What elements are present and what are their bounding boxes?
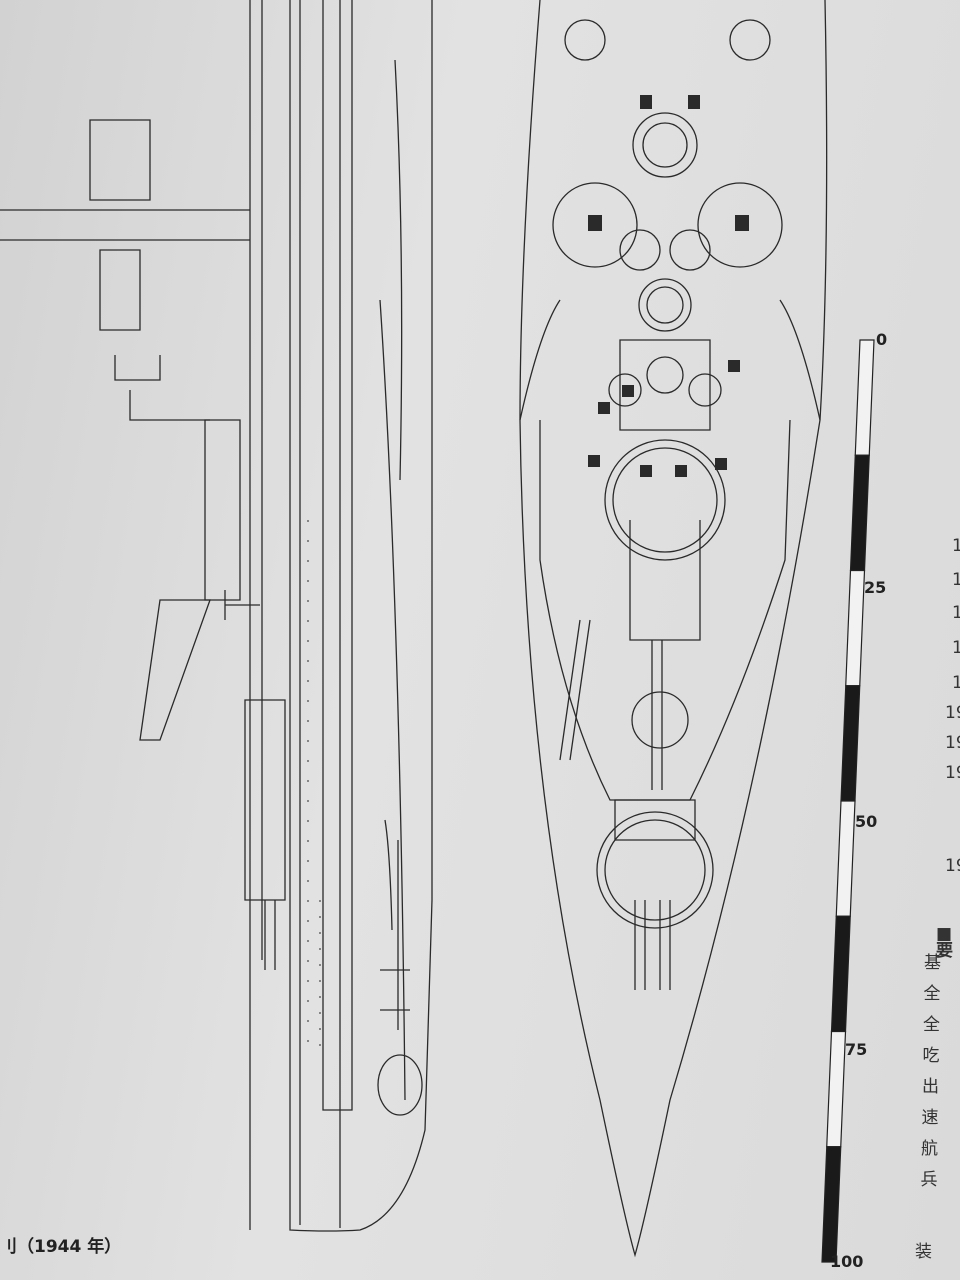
year-fragment: 19 <box>945 733 960 753</box>
scale-segment <box>830 915 851 1033</box>
spec-item-label: 速 <box>921 1108 939 1128</box>
spec-heading: ■要 <box>936 924 953 961</box>
aa-gun-mounts <box>588 95 749 477</box>
side-profile-view <box>0 0 433 1232</box>
spec-item-label: 全 <box>923 984 941 1004</box>
year-fragment: 1 <box>952 673 960 693</box>
scale-label-50: 50 <box>855 812 878 831</box>
plan-view <box>519 0 828 1258</box>
scale-label-0: 0 <box>876 330 888 349</box>
scale-segment <box>849 454 870 572</box>
scale-segment <box>854 339 875 456</box>
spec-item-label: 基 <box>924 953 941 973</box>
year-fragment: 1 <box>952 603 960 623</box>
year-fragment: 1 <box>952 570 960 590</box>
year-fragment: 19 <box>945 856 960 876</box>
scale-label-100: 100 <box>830 1252 864 1271</box>
scale-label-75: 75 <box>845 1040 868 1059</box>
scale-segment <box>826 1030 847 1148</box>
year-fragment: 19 <box>945 703 960 723</box>
scale-segment <box>845 569 866 687</box>
year-fragment: 19 <box>945 763 960 783</box>
scale-bar <box>821 339 875 1263</box>
scale-segment <box>821 1146 842 1263</box>
spec-item-label: 全 <box>923 1015 940 1035</box>
year-fragment: 1 <box>952 638 960 658</box>
porthole-row <box>307 520 321 1060</box>
spec-item-label: 航 <box>921 1139 938 1159</box>
scale-segment <box>840 685 861 802</box>
scale-segment <box>835 800 856 917</box>
spec-item-label: 吃 <box>922 1046 940 1066</box>
drawing-caption: 刂（1944 年） <box>0 1237 122 1257</box>
spec-item-label: 出 <box>922 1077 939 1097</box>
spec-item-label: 兵 <box>920 1170 938 1190</box>
spec-footer: 装 <box>915 1242 932 1262</box>
scale-label-25: 25 <box>864 578 887 597</box>
year-fragment: 1 <box>952 536 960 556</box>
